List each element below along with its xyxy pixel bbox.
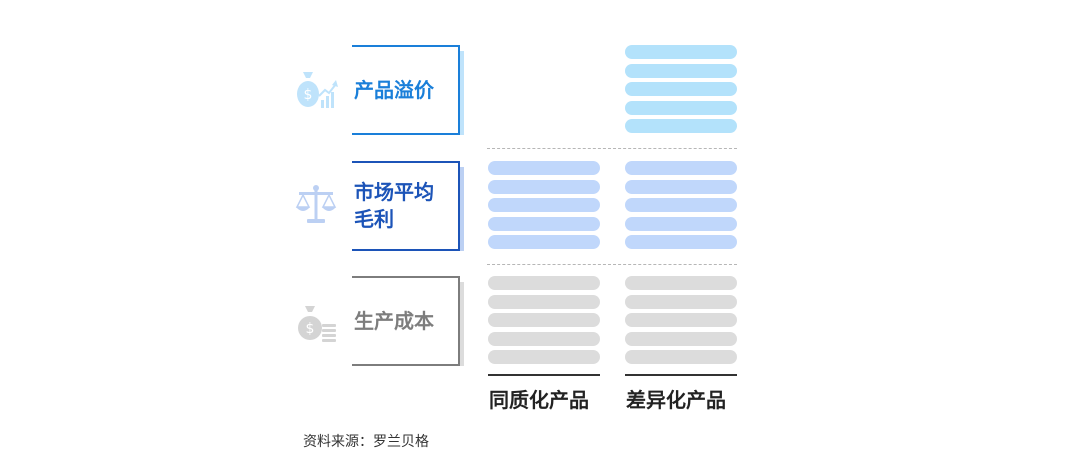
bar-segment (625, 179, 737, 194)
row-label-cost: 生产成本 (352, 276, 464, 366)
differentiated-cost-stack (625, 276, 737, 369)
differentiated-premium-stack (625, 45, 737, 138)
column-baseline (488, 374, 600, 376)
column-label-differentiated: 差异化产品 (626, 388, 726, 412)
row-label-line: 毛利 (354, 207, 394, 231)
bar-segment (625, 350, 737, 364)
differentiated-margin-stack (625, 161, 737, 254)
bar-segment (625, 276, 737, 290)
row-label-text: 产品溢价 (354, 77, 434, 102)
svg-text:$: $ (304, 87, 313, 103)
bar-segment (488, 216, 600, 231)
homogeneous-margin-stack (488, 161, 600, 254)
money-bag-growth-icon: $ (297, 72, 338, 108)
bar-segment (488, 294, 600, 309)
bar-segment (625, 119, 737, 133)
bar-segment (625, 100, 737, 115)
row-label-premium: 产品溢价 (352, 45, 464, 135)
bar-segment (488, 235, 600, 249)
column-label-homogeneous: 同质化产品 (489, 388, 589, 412)
bar-segment (488, 161, 600, 175)
row-label-text: 生产成本 (354, 308, 434, 333)
bar-segment (625, 216, 737, 231)
bar-segment (488, 350, 600, 364)
bar-segment (488, 198, 600, 212)
homogeneous-cost-stack (488, 276, 600, 369)
row-label-line: 市场平均 (354, 180, 434, 204)
bar-segment (488, 313, 600, 327)
bar-segment (488, 331, 600, 346)
bar-segment (625, 313, 737, 327)
bar-segment (488, 179, 600, 194)
bar-segment (488, 276, 600, 290)
bar-segment (625, 198, 737, 212)
row-divider (487, 264, 737, 265)
row-label-margin: 市场平均 毛利 (352, 161, 464, 251)
bar-segment (625, 63, 737, 78)
source-note: 资料来源：罗兰贝格 (303, 434, 429, 450)
money-bag-coins-icon: $ (298, 306, 336, 342)
balance-scale-icon (295, 185, 337, 223)
row-divider (487, 148, 737, 149)
row-label-text: 市场平均 毛利 (352, 179, 434, 233)
bar-segment (625, 235, 737, 249)
column-baseline (625, 374, 737, 376)
bar-segment (625, 45, 737, 59)
bar-segment (625, 82, 737, 96)
bar-segment (625, 294, 737, 309)
bar-segment (625, 331, 737, 346)
svg-text:$: $ (306, 321, 315, 337)
bar-segment (625, 161, 737, 175)
